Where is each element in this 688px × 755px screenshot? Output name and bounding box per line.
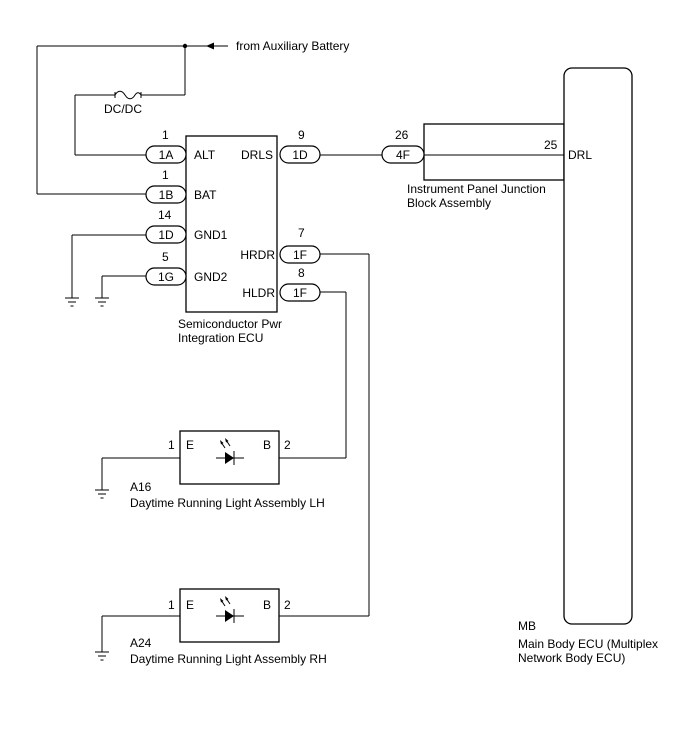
main-body-ecu-code: MB [518, 619, 536, 633]
junction-pin: 26 4F [381, 128, 425, 164]
lamp-pin-e-number: 1 [168, 438, 175, 452]
pin-name: GND1 [194, 228, 228, 242]
led-icon [216, 438, 244, 465]
semiconductor-ecu-box [185, 135, 278, 313]
lamp-rh-code: A24 [130, 636, 152, 650]
junction-block-box [423, 123, 565, 181]
junction-name-line2: Block Assembly [407, 196, 491, 210]
connector-code: 1B [159, 188, 174, 202]
lamp-lh-code: A16 [130, 480, 152, 494]
led-icon [216, 596, 244, 623]
lamp-pin-e-number: 1 [168, 598, 175, 612]
pin-number: 26 [395, 128, 409, 142]
pin-number: 14 [158, 208, 172, 222]
connector-code: 1G [158, 270, 174, 284]
ground-icon [95, 651, 109, 661]
ground-icon [95, 297, 109, 307]
main-body-ecu-name-line2: Network Body ECU) [518, 651, 625, 665]
pin-name: BAT [194, 188, 217, 202]
pin-number: 7 [298, 226, 305, 240]
pin-number: 9 [298, 128, 305, 142]
pin-name: HRDR [240, 248, 275, 262]
ecu-ground-wiring [71, 234, 146, 298]
pin-name: ALT [194, 148, 216, 162]
lamp-rh-name: Daytime Running Light Assembly RH [130, 652, 327, 666]
lamp-rh: 1 E B 2 A24 Daytime Running Light Assemb… [95, 588, 327, 666]
lamp-lh-name: Daytime Running Light Assembly LH [130, 496, 325, 510]
pin-name: GND2 [194, 270, 228, 284]
lamp-pin-b-label: B [263, 438, 271, 452]
ecu-pin-hldr: 8 1F HLDR [242, 266, 321, 302]
lamp-lh: 1 E B 2 A16 Daytime Running Light Assemb… [95, 430, 325, 510]
pin-number: 1 [162, 168, 169, 182]
lamp-pin-e-label: E [186, 438, 194, 452]
lamp-pin-b-label: B [263, 598, 271, 612]
ecu-pin-drls: 9 1D DRLS [241, 128, 321, 164]
pin-number: 1 [162, 128, 169, 142]
connector-code: 4F [396, 148, 410, 162]
ecu-name-line2: Integration ECU [178, 331, 263, 345]
connector-code: 1A [159, 148, 174, 162]
lamp-pin-b-number: 2 [284, 438, 291, 452]
connector-code: 1D [292, 148, 308, 162]
ground-icon [65, 297, 79, 307]
lamp-pin-b-number: 2 [284, 598, 291, 612]
connector-code: 1F [293, 248, 307, 262]
source-label: from Auxiliary Battery [236, 39, 349, 53]
connector-code: 1F [293, 286, 307, 300]
ecu-pin-gnd1: 14 1D GND1 [145, 208, 228, 244]
main-body-ecu-box [563, 67, 633, 625]
connector-code: 1D [158, 228, 174, 242]
ecu-pin-bat: 1 1B BAT [145, 168, 217, 204]
pin-number: 5 [162, 250, 169, 264]
main-body-ecu-pin-name: DRL [568, 148, 592, 162]
lamp-pin-e-label: E [186, 598, 194, 612]
fuse-label: DC/DC [104, 102, 142, 116]
ecu-name-line1: Semiconductor Pwr [178, 317, 282, 331]
wire-junction-dot [182, 43, 188, 49]
main-body-ecu-name-line1: Main Body ECU (Multiplex [518, 637, 658, 651]
junction-name-line1: Instrument Panel Junction [407, 182, 546, 196]
lamp-feed-wiring [279, 253, 370, 617]
pin-name: DRLS [241, 148, 273, 162]
pin-name: HLDR [242, 286, 275, 300]
ecu-pin-alt: 1 1A ALT [145, 128, 216, 164]
ground-icon [95, 489, 109, 499]
fuse-icon [114, 90, 142, 100]
arrow-left-icon [206, 42, 214, 50]
pin-number: 8 [298, 266, 305, 280]
main-body-ecu-pin-number: 25 [544, 138, 558, 152]
ecu-pin-hrdr: 7 1F HRDR [240, 226, 321, 264]
